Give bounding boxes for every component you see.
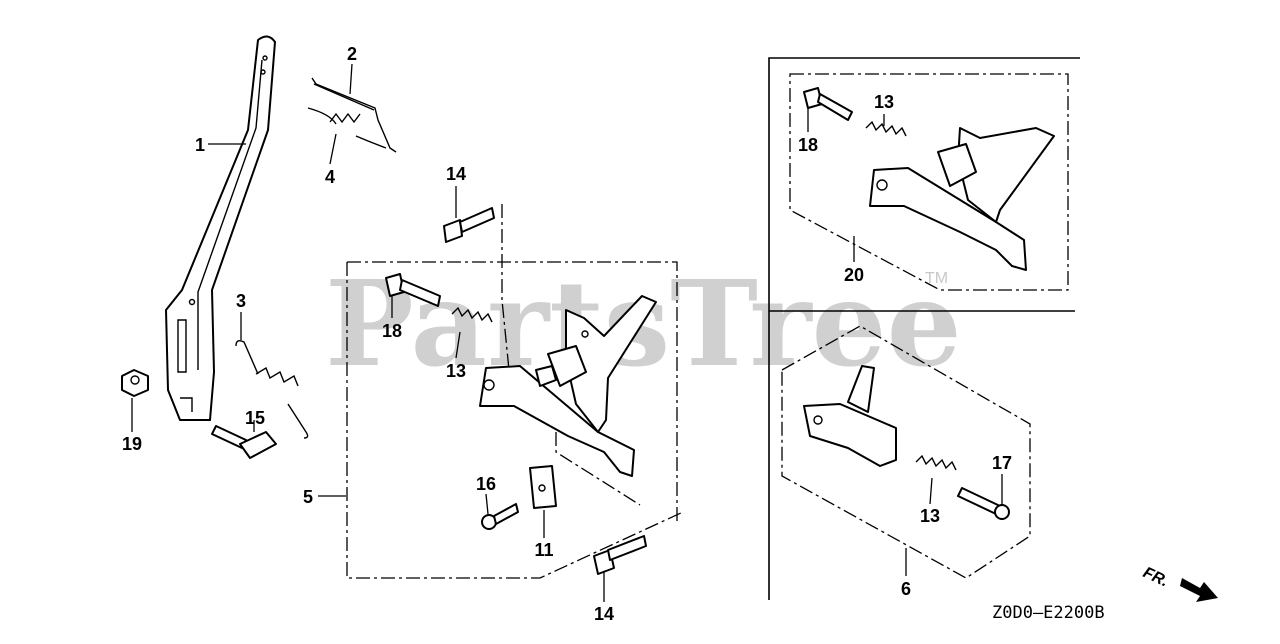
- front-arrow-icon: [1180, 578, 1218, 602]
- leader-16: [485, 493, 489, 515]
- callout-18-right: 18: [798, 135, 818, 155]
- callout-3: 3: [236, 291, 246, 311]
- choke-bracket: [803, 365, 897, 467]
- callout-17: 17: [992, 453, 1012, 473]
- front-direction-indicator: FR.: [1140, 564, 1218, 602]
- leader-13a: [455, 331, 461, 359]
- screw-small: [481, 503, 519, 530]
- compression-spring-lower-right: [915, 454, 957, 471]
- t-bolt: [211, 425, 277, 459]
- callout-14-lower: 14: [594, 604, 614, 624]
- compression-spring-left: [451, 306, 493, 323]
- control-base-plate-left: [479, 295, 657, 477]
- assembly-5-boundary-top: [347, 261, 678, 522]
- callout-4: 4: [325, 167, 335, 187]
- callout-19: 19: [122, 434, 142, 454]
- callout-13-upper-right: 13: [874, 92, 894, 112]
- governor-spring: [235, 339, 309, 439]
- bolt-long-right: [803, 87, 853, 121]
- assembly-6-boundary: [781, 325, 1031, 579]
- callout-13-left: 13: [446, 361, 466, 381]
- callout-14-upper: 14: [446, 164, 466, 184]
- watermark-trademark: TM: [925, 270, 948, 287]
- screw-right: [957, 487, 1010, 520]
- callout-6: 6: [901, 579, 911, 599]
- right-frame-outline: [768, 57, 1080, 600]
- callout-5: 5: [303, 487, 313, 507]
- plate-alignment-line: [555, 432, 641, 506]
- callout-15: 15: [245, 408, 265, 428]
- flange-nut: [121, 369, 149, 397]
- throttle-lever-arm: [165, 35, 276, 421]
- callout-2: 2: [347, 44, 357, 64]
- assembly-5-boundary-bottom: [346, 262, 684, 579]
- callout-18-left: 18: [382, 321, 402, 341]
- cable-clip: [529, 465, 557, 509]
- callout-13-lower-right: 13: [920, 506, 940, 526]
- choke-rod: [311, 77, 397, 153]
- callout-11: 11: [534, 540, 553, 560]
- callout-1: 1: [195, 135, 205, 155]
- bolt-long-left: [385, 273, 441, 307]
- leader-4: [329, 133, 337, 165]
- return-spring-small: [307, 107, 387, 149]
- callout-16: 16: [476, 474, 496, 494]
- leader-2: [349, 63, 353, 95]
- assembly-20-boundary: [789, 73, 1069, 291]
- diagram-code: Z0D0—E2200B: [992, 603, 1105, 623]
- control-base-plate-right: [869, 127, 1055, 271]
- front-label: FR.: [1140, 564, 1171, 590]
- compression-spring-upper-right: [865, 120, 907, 137]
- leader-13c: [929, 477, 933, 505]
- flange-bolt-lower: [593, 535, 647, 575]
- callout-20: 20: [844, 265, 864, 285]
- flange-bolt-upper: [443, 207, 495, 243]
